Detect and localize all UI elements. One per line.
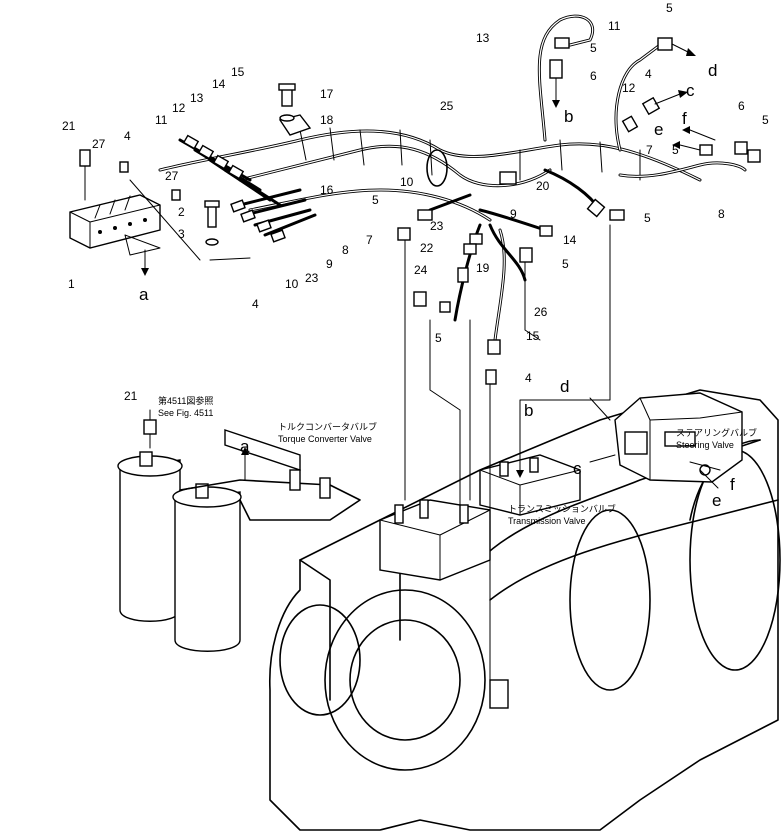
callout: 19	[476, 261, 490, 275]
callout: 24	[414, 263, 428, 277]
letter-marker: a	[240, 437, 250, 456]
torque-converter-en: Torque Converter Valve	[278, 434, 372, 444]
callout: 10	[400, 175, 414, 189]
fig-ref-en: See Fig. 4511	[158, 408, 213, 418]
letter-marker: f	[682, 109, 687, 128]
callout: 20	[536, 179, 550, 193]
callout: 26	[534, 305, 548, 319]
callout: 9	[510, 207, 517, 221]
fig-ref-jp: 第4511図参照	[158, 395, 213, 406]
callout: 7	[366, 233, 373, 247]
steering-jp: ステアリングバルブ	[676, 427, 757, 438]
center-hoses	[397, 149, 553, 681]
callout: 17	[320, 87, 334, 101]
letter-marker: b	[524, 401, 533, 420]
letter-marker: c	[686, 81, 695, 100]
callout: 4	[645, 67, 652, 81]
callout: 27	[165, 169, 179, 183]
callout: 1	[68, 277, 75, 291]
callout: 16	[320, 183, 334, 197]
callout: 14	[212, 77, 226, 91]
callout: 5	[435, 331, 442, 345]
callout: 18	[320, 113, 334, 127]
callout: 5	[762, 113, 769, 127]
letter-marker: c	[573, 459, 582, 478]
callout: 25	[440, 99, 454, 113]
callout: 8	[718, 207, 725, 221]
distribution-block	[69, 149, 251, 261]
callout: 5	[644, 211, 651, 225]
callout: 4	[124, 129, 131, 143]
callout: 7	[646, 143, 653, 157]
callout-numbers: 21 27 4 11 12 13 14 15 17 18 16 27 2 3 1…	[62, 1, 769, 403]
callout: 22	[420, 241, 434, 255]
callout: 13	[476, 31, 490, 45]
letter-marker: a	[139, 285, 149, 304]
captions: 第4511図参照 See Fig. 4511 トルクコンバータバルブ Torqu…	[158, 395, 757, 526]
filter-cylinders	[117, 451, 242, 652]
letter-marker: e	[654, 120, 663, 139]
callout: 6	[738, 99, 745, 113]
callout: 6	[590, 69, 597, 83]
machine-body	[117, 389, 781, 831]
right-upper-hoses	[516, 14, 761, 478]
callout: 14	[563, 233, 577, 247]
transmission-en: Transmission Valve	[508, 516, 586, 526]
callout: 23	[305, 271, 319, 285]
callout: 12	[172, 101, 186, 115]
callout: 5	[666, 1, 673, 15]
callout: 5	[590, 41, 597, 55]
callout: 2	[178, 205, 185, 219]
callout: 12	[622, 81, 636, 95]
letter-markers: a b d c e f a b d c e f	[139, 61, 735, 510]
callout: 13	[190, 91, 204, 105]
callout: 11	[155, 113, 168, 127]
callout: 8	[342, 243, 349, 257]
callout: 21	[62, 119, 76, 133]
callout: 5	[372, 193, 379, 207]
transmission-jp: トランスミッションバルブ	[508, 503, 616, 514]
callout: 15	[231, 65, 245, 79]
callout: 4	[252, 297, 259, 311]
callout: 3	[178, 227, 185, 241]
letter-marker: d	[708, 61, 717, 80]
letter-marker: b	[564, 107, 573, 126]
steering-en: Steering Valve	[676, 440, 734, 450]
callout: 11	[608, 19, 621, 33]
letter-marker: f	[730, 475, 735, 494]
callout: 9	[326, 257, 333, 271]
callout: 21	[124, 389, 138, 403]
callout: 5	[562, 257, 569, 271]
callout: 27	[92, 137, 106, 151]
callout: 4	[525, 371, 532, 385]
letter-marker: d	[560, 377, 569, 396]
callout: 15	[526, 329, 540, 343]
torque-converter-jp: トルクコンバータバルブ	[278, 421, 377, 432]
callout: 10	[285, 277, 299, 291]
letter-marker: e	[712, 491, 721, 510]
callout: 5	[672, 143, 679, 157]
callout: 23	[430, 219, 444, 233]
